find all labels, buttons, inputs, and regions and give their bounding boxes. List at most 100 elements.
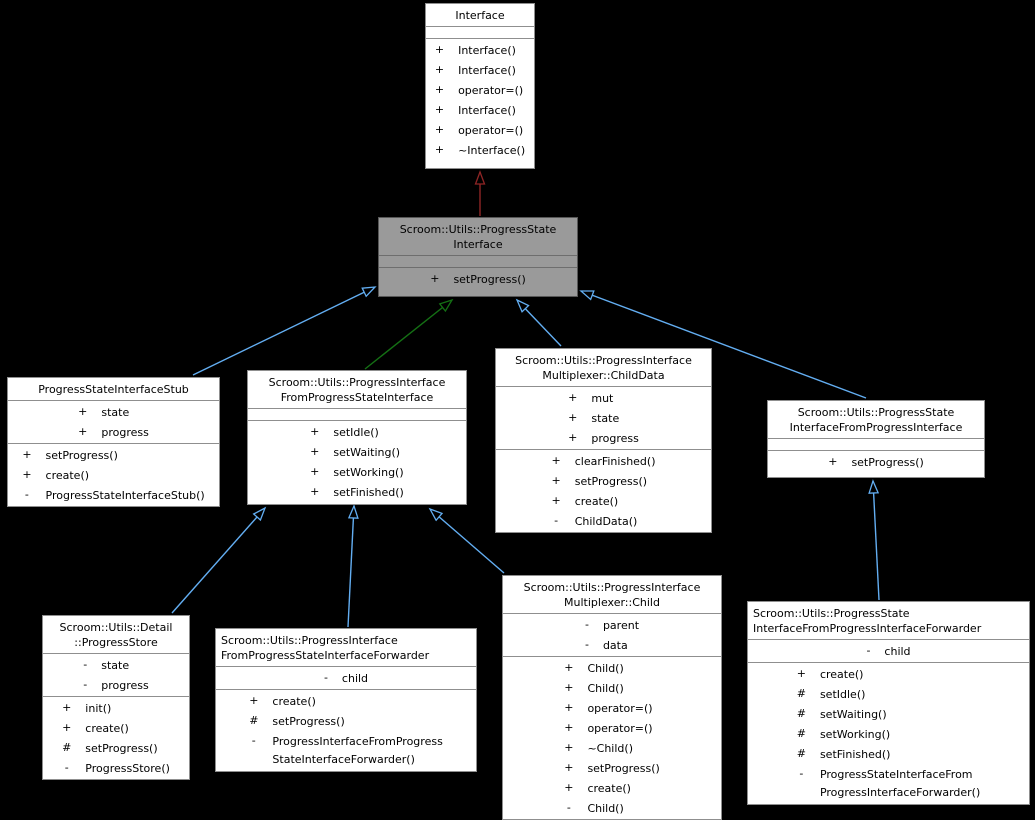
member-name: setProgress() bbox=[851, 452, 923, 472]
member-visibility-sign: # bbox=[796, 707, 806, 720]
member-name-line: Interface() bbox=[458, 103, 516, 117]
member-name: setFinished() bbox=[333, 482, 403, 502]
member-name-line: setProgress() bbox=[272, 714, 345, 728]
class-node-progress-state-interface-stub[interactable]: ProgressStateInterfaceStub+state+progres… bbox=[7, 377, 220, 507]
member-row: -ChildData() bbox=[552, 511, 656, 531]
member-name-line: setProgress() bbox=[851, 455, 924, 469]
member-visibility-sign: + bbox=[434, 43, 445, 56]
member-visibility-sign: + bbox=[310, 425, 320, 438]
class-attributes-section: -child bbox=[748, 639, 1029, 662]
member-row: +state bbox=[568, 408, 639, 428]
class-attributes-section: +state+progress bbox=[8, 400, 219, 443]
member-name-line: Child() bbox=[587, 681, 624, 695]
class-node-detail-progress-store[interactable]: Scroom::Utils::Detail::ProgressStore-sta… bbox=[42, 615, 190, 780]
inheritance-arrow-progress-interface-multiplexer-child-data-to-progress-state-interface bbox=[515, 298, 562, 347]
class-title-line: Scroom::Utils::ProgressState bbox=[753, 607, 910, 620]
member-name: create() bbox=[272, 691, 442, 711]
member-row: #setFinished() bbox=[797, 744, 981, 764]
class-attributes-section: -child bbox=[216, 666, 476, 689]
member-visibility-sign: + bbox=[78, 425, 88, 438]
member-name: create() bbox=[587, 778, 659, 798]
member-visibility-sign: + bbox=[22, 448, 32, 461]
inheritance-arrow-progress-interface-multiplexer-child-to-progress-interface-from-progress-state-interface bbox=[428, 507, 505, 574]
member-visibility-sign: + bbox=[564, 741, 574, 754]
member-name: create() bbox=[820, 664, 980, 684]
member-visibility-sign: - bbox=[584, 638, 589, 651]
member-name: Interface() bbox=[458, 40, 525, 60]
member-name: progress bbox=[101, 422, 149, 442]
class-title: Scroom::Utils::Detail::ProgressStore bbox=[43, 616, 189, 653]
member-name: ProgressStore() bbox=[85, 758, 170, 778]
class-title-line: FromProgressStateInterfaceForwarder bbox=[221, 649, 430, 662]
member-name-line: operator=() bbox=[458, 123, 524, 137]
member-row: +Interface() bbox=[435, 60, 525, 80]
class-title-line: ::ProgressStore bbox=[74, 636, 158, 649]
member-name-line: ProgressInterfaceForwarder() bbox=[819, 786, 981, 799]
member-row: + setFinished() bbox=[310, 482, 404, 502]
member-name: operator=() bbox=[458, 80, 525, 100]
class-title-line: Scroom::Utils::Detail bbox=[59, 621, 173, 634]
member-name-line: setProgress() bbox=[85, 741, 158, 755]
member-name: state bbox=[101, 655, 149, 675]
member-name: setProgress() bbox=[272, 711, 442, 731]
member-name: operator=() bbox=[587, 698, 659, 718]
member-name-line: setIdle() bbox=[819, 687, 866, 701]
member-name: create() bbox=[46, 465, 205, 485]
member-name-line: create() bbox=[819, 667, 864, 681]
member-visibility-sign: # bbox=[62, 741, 72, 754]
member-name: child bbox=[884, 641, 910, 661]
member-row: + create() bbox=[22, 465, 204, 485]
member-name: setWaiting() bbox=[820, 704, 980, 724]
member-row: -state bbox=[83, 655, 148, 675]
member-name-line: clearFinished() bbox=[574, 454, 656, 468]
member-visibility-sign: + bbox=[828, 455, 838, 468]
inheritance-arrow-progress-state-interface-stub-to-progress-state-interface bbox=[192, 286, 377, 376]
member-visibility-sign: + bbox=[551, 474, 561, 487]
member-name-line: setWaiting() bbox=[819, 707, 887, 721]
member-name-line: ProgressStateInterfaceFrom bbox=[819, 767, 973, 781]
member-name-line: child bbox=[341, 671, 369, 685]
member-visibility-sign: + bbox=[434, 103, 445, 116]
member-visibility-sign: + bbox=[249, 694, 259, 707]
member-name: ~Interface() bbox=[458, 140, 525, 160]
member-name-line: state bbox=[101, 405, 130, 419]
member-name-line: StateInterfaceForwarder() bbox=[272, 753, 415, 766]
member-name: Child() bbox=[587, 798, 659, 818]
member-row: +setProgress() bbox=[552, 471, 656, 491]
member-name-line: progress bbox=[101, 425, 149, 439]
member-row: -parent bbox=[585, 615, 639, 635]
class-node-interface[interactable]: Interface+Interface()+Interface()+operat… bbox=[425, 3, 535, 169]
member-row: -data bbox=[585, 635, 639, 655]
member-visibility-sign: + bbox=[22, 468, 32, 481]
member-visibility-sign: # bbox=[796, 727, 806, 740]
member-name: setFinished() bbox=[820, 744, 980, 764]
class-attributes-section bbox=[248, 408, 466, 420]
member-visibility-sign: + bbox=[62, 721, 72, 734]
member-visibility-sign: + bbox=[310, 465, 320, 478]
class-title-line: InterfaceFromProgressInterfaceForwarder bbox=[753, 622, 982, 635]
member-row: + Interface() bbox=[435, 40, 525, 60]
member-name: clearFinished() bbox=[575, 451, 656, 471]
class-title: Interface bbox=[426, 4, 534, 26]
member-name: progress bbox=[101, 675, 149, 695]
class-methods-section: +Interface()+Interface()+operator=()+Int… bbox=[426, 38, 534, 161]
member-visibility-sign: - bbox=[24, 488, 29, 501]
member-name-line: setWaiting() bbox=[333, 445, 401, 459]
member-visibility-sign: + bbox=[568, 411, 578, 424]
class-attributes-section bbox=[768, 438, 984, 450]
member-name-line: state bbox=[101, 658, 130, 672]
member-name-line: progress bbox=[591, 431, 639, 445]
member-name: setWaiting() bbox=[333, 442, 403, 462]
member-visibility-sign: + bbox=[310, 485, 320, 498]
